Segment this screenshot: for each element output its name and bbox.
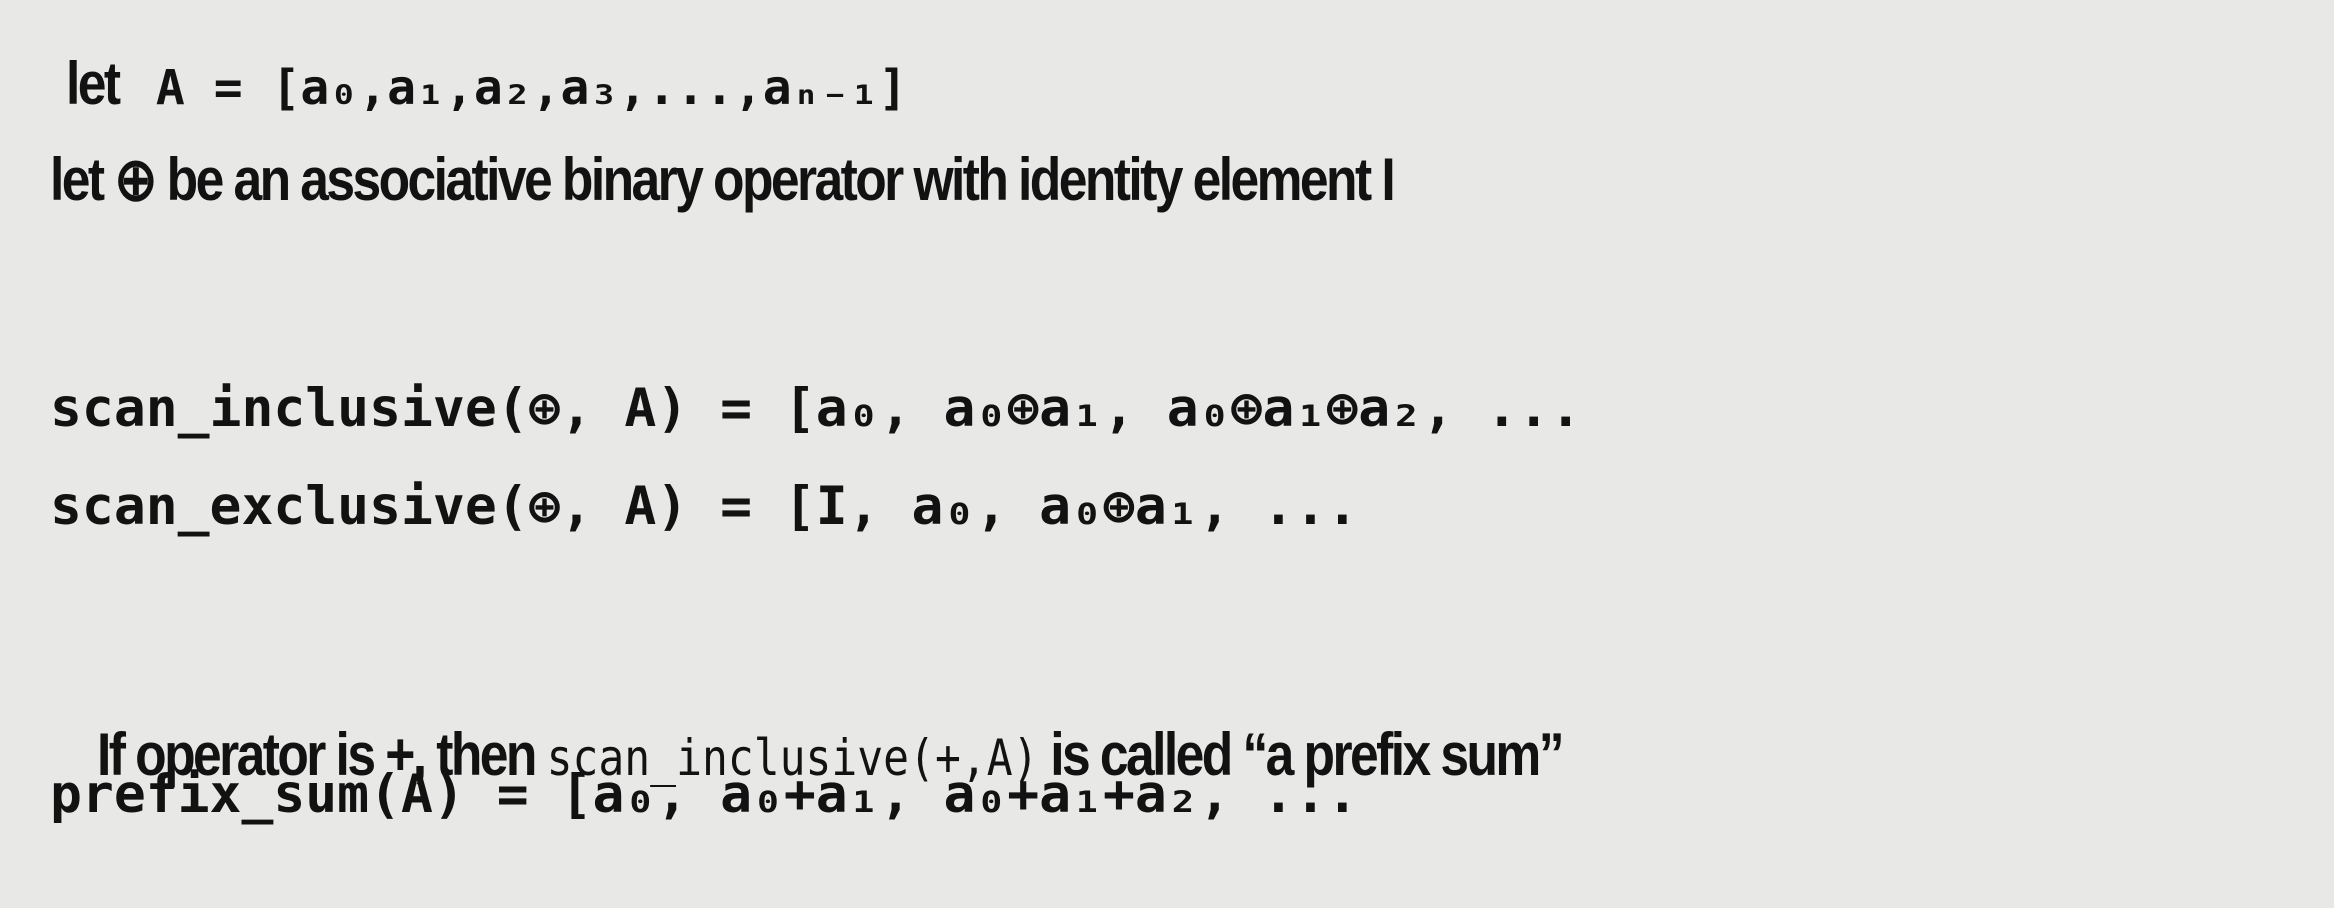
array-definition-code: A = [a₀,a₁,a₂,a₃,...,aₙ₋₁] [127,60,908,116]
scan-exclusive-definition: scan_exclusive(⊕, A) = [I, a₀, a₀⊕a₁, ..… [50,476,1359,537]
prefix-sum-explanation: If operator is +, then scan_inclusive(+,… [50,665,1564,845]
array-definition-line: let A = [a₀,a₁,a₂,a₃,...,aₙ₋₁] [50,38,907,130]
scan-inclusive-definition: scan_inclusive(⊕, A) = [a₀, a₀⊕a₁, a₀⊕a₁… [50,378,1582,439]
let-keyword: let [66,50,121,117]
prefix-sum-text-after: is called “a prefix sum” [1038,721,1564,788]
prefix-sum-text-before: If operator is +, then [97,721,547,788]
operator-definition-line: let ⊕ be an associative binary operator … [50,146,1396,213]
prefix-sum-inline-code: scan_inclusive(+,A) [546,729,1039,787]
prefix-sum-definition: prefix_sum(A) = [a₀, a₀+a₁, a₀+a₁+a₂, ..… [50,764,1359,825]
